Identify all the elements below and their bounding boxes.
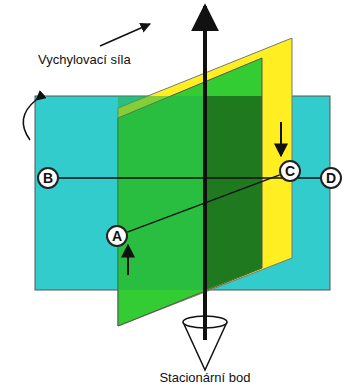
axis-line bbox=[127, 175, 279, 232]
point-letter: C bbox=[285, 164, 295, 178]
rotation-arrow bbox=[23, 100, 36, 140]
force-arrow bbox=[127, 245, 129, 275]
caption-label: Stacionární bod bbox=[159, 370, 250, 385]
force-arrow bbox=[280, 122, 282, 156]
axis-point: A bbox=[106, 225, 128, 247]
force-arrow bbox=[100, 24, 150, 46]
point-letter: B bbox=[43, 171, 53, 185]
overlap-region bbox=[118, 96, 205, 290]
rotation-axis bbox=[203, 6, 207, 330]
point-letter: D bbox=[326, 171, 336, 185]
point-letter: A bbox=[112, 229, 122, 243]
rotating-plane bbox=[118, 58, 262, 326]
axis-point: D bbox=[320, 167, 342, 189]
caption-label: Vychylovací síla bbox=[38, 52, 131, 67]
rotation-axis bbox=[203, 316, 207, 340]
axis-point: C bbox=[279, 160, 301, 182]
axis-point: B bbox=[37, 167, 59, 189]
